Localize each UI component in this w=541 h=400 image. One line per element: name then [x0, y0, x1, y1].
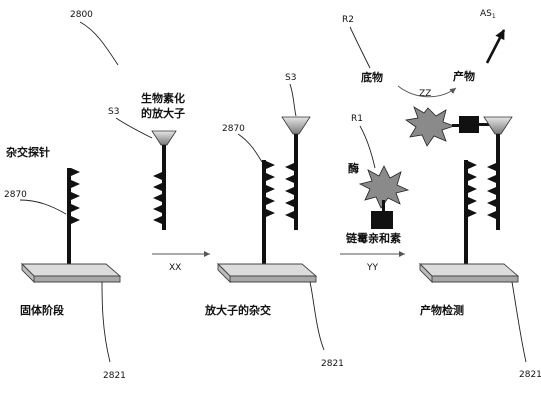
panel-amplifier-hybrid: S3 2870 放大子的杂交 2821 — [204, 73, 344, 369]
bound-probe-stem — [262, 160, 266, 278]
panel-solid-phase: 杂交探针 2870 固体阶段 2821 — [4, 145, 126, 381]
solid-support-left — [20, 262, 122, 284]
amplifier-ref-free: S3 — [108, 107, 119, 117]
solid-support-right — [418, 262, 520, 284]
panel-product-detection: 产物检测 2821 — [404, 106, 541, 380]
probe-ref-left-leader — [19, 199, 67, 215]
amplifier-hybrid-label: 放大子的杂交 — [204, 303, 271, 317]
enzyme-linker-bound — [452, 124, 460, 127]
product-detection-label: 产物检测 — [420, 303, 464, 317]
support-ref-right-leader — [511, 281, 527, 363]
substrate-reaction: R2 底物 产物 ZZ AS1 — [342, 9, 506, 99]
enzyme-linker-free — [382, 200, 385, 212]
solid-support-center — [216, 262, 318, 284]
streptavidin-block-free — [371, 211, 393, 229]
enzyme-star-free — [358, 165, 410, 209]
detect-flags — [468, 161, 496, 219]
support-ref-center: 2821 — [321, 359, 344, 369]
capture-probe-flags — [71, 168, 80, 224]
amplifier-ref-free-leader — [115, 117, 153, 139]
free-amplifier: 生物素化 的放大子 S3 — [108, 91, 185, 230]
biotin-funnel-bound — [281, 116, 311, 135]
step-label-yy: YY — [366, 263, 378, 273]
detect-amplifier-stem — [496, 134, 500, 230]
signal-arrow — [485, 29, 506, 64]
probe-ref-center-leader — [237, 133, 263, 163]
free-amplifier-stem — [162, 145, 166, 230]
biotin-funnel-detect — [483, 116, 513, 135]
enzyme-star-bound — [404, 106, 456, 147]
streptavidin-label: 链霉亲和素 — [346, 231, 401, 245]
streptavidin-block-bound — [459, 116, 479, 133]
step-label-zz: ZZ — [419, 89, 431, 99]
probe-ref-left: 2870 — [4, 190, 27, 200]
biotin-funnel-free — [151, 130, 177, 146]
biotinylated-amplifier-label-1: 生物素化 — [141, 91, 185, 105]
figure-number-leader — [79, 21, 119, 66]
substrate-ref-leader — [349, 26, 371, 69]
substrate-ref: R2 — [342, 15, 354, 25]
support-ref-center-leader — [309, 281, 325, 351]
probe-ref-center: 2870 — [222, 124, 245, 134]
step-arrow-zz — [397, 85, 457, 98]
free-amplifier-flags — [153, 172, 162, 224]
detect-probe-stem — [464, 160, 468, 278]
solid-phase-label: 固体阶段 — [20, 303, 64, 317]
step-label-xx: XX — [169, 263, 181, 273]
amplifier-ref-bound: S3 — [285, 73, 296, 83]
enzyme-ref: R1 — [351, 114, 363, 124]
bound-amplifier-stem — [294, 134, 298, 230]
support-ref-left: 2821 — [103, 371, 126, 381]
hybridized-flags — [266, 161, 294, 219]
signal-ref-main: AS — [480, 9, 492, 19]
biotinylated-amplifier-label-2: 的放大子 — [141, 106, 185, 120]
support-ref-left-leader — [101, 281, 111, 363]
capture-probe-stem — [67, 168, 71, 278]
substrate-label: 底物 — [361, 70, 383, 84]
enzyme-conjugate: R1 酶 链霉亲和素 — [346, 114, 410, 245]
signal-ref-sub: 1 — [492, 13, 496, 20]
product-label: 产物 — [453, 69, 475, 83]
enzyme-ref-leader — [359, 125, 376, 169]
amplifier-ref-bound-leader — [289, 83, 297, 117]
figure-number: 2800 — [70, 10, 93, 20]
support-ref-right: 2821 — [519, 370, 541, 380]
streptavidin-link-bound — [479, 123, 489, 126]
signal-ref: AS1 — [480, 9, 496, 20]
capture-probe-label: 杂交探针 — [6, 145, 50, 159]
enzyme-label: 酶 — [348, 161, 359, 175]
